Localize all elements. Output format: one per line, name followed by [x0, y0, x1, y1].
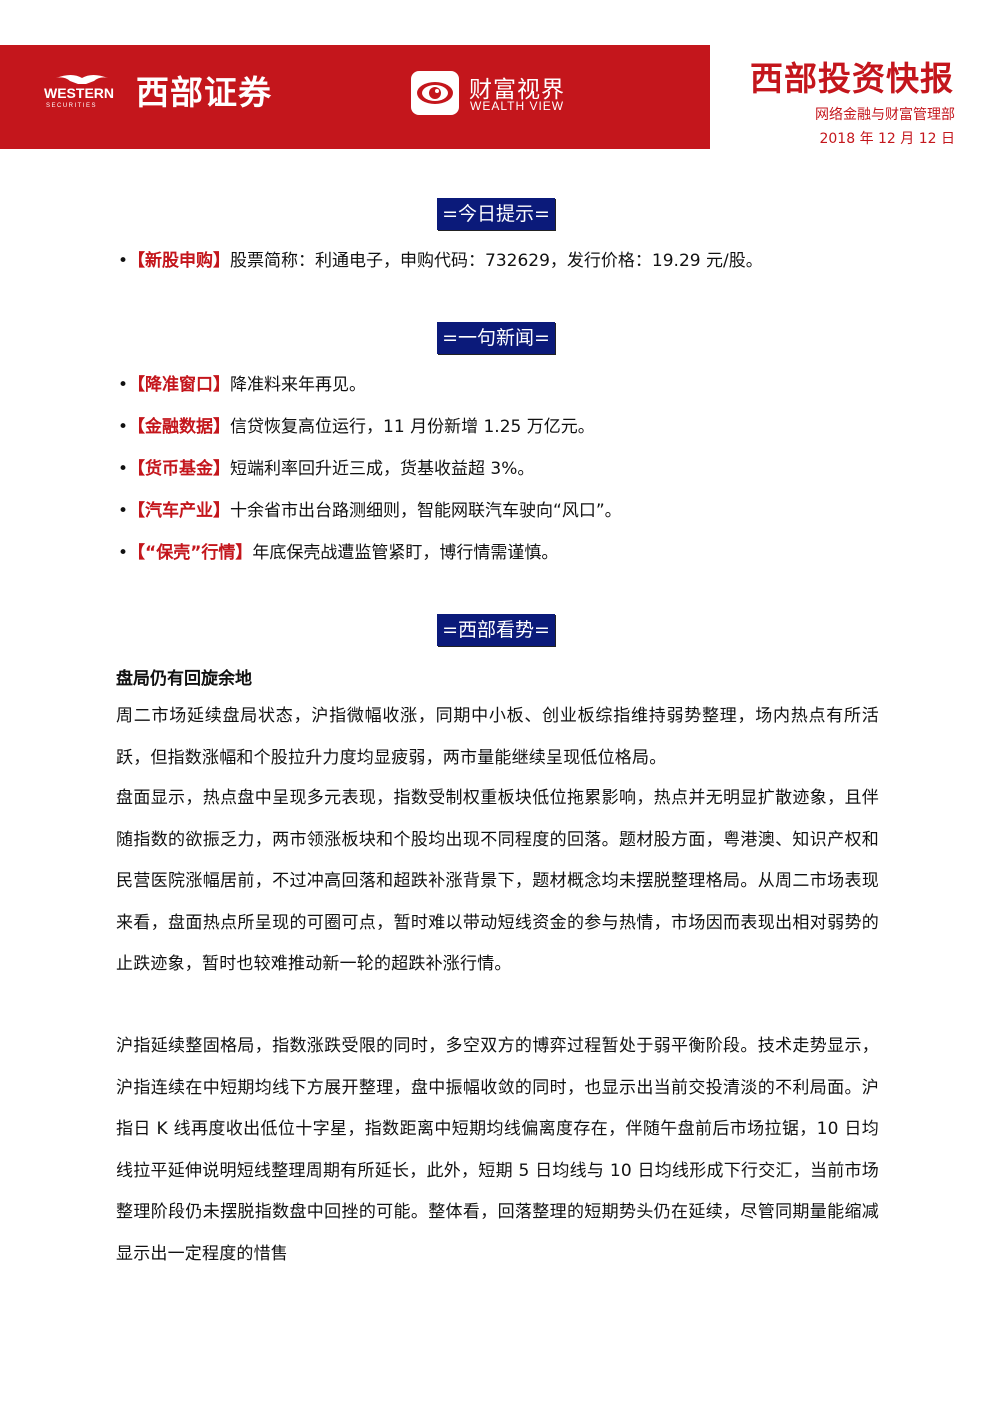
list-item: •【汽车产业】十余省市出台路测细则，智能网联汽车驶向“风口”。: [118, 501, 622, 521]
list-item: •【新股申购】股票简称：利通电子，申购代码：732629，发行价格：19.29 …: [118, 251, 763, 271]
list-item: •【货币基金】短端利率回升近三成，货基收益超 3%。: [118, 459, 535, 479]
item-tag: 【金融数据】: [128, 417, 231, 437]
wealth-view-en: WEALTH VIEW: [470, 99, 565, 113]
report-date: 2018 年 12 月 12 日: [819, 131, 955, 147]
article-subtitle: 盘局仍有回旋余地: [116, 669, 252, 689]
item-text: 短端利率回升近三成，货基收益超 3%。: [230, 459, 535, 479]
article-paragraph: 盘面显示，热点盘中呈现多元表现，指数受制权重板块低位拖累影响，热点并无明显扩散迹…: [116, 788, 879, 974]
brand-name: 西部证券: [136, 73, 272, 112]
item-tag: 【货币基金】: [128, 459, 231, 479]
article-paragraph: 沪指延续整固格局，指数涨跌受限的同时，多空双方的博弈过程暂处于弱平衡阶段。技术走…: [116, 1036, 879, 1264]
section-title-view: =西部看势=: [437, 614, 555, 646]
item-text: 股票简称：利通电子，申购代码：732629，发行价格：19.29 元/股。: [230, 251, 763, 271]
section-title-today: =今日提示=: [437, 198, 555, 230]
report-title: 西部投资快报: [750, 59, 954, 98]
item-tag: 【新股申购】: [128, 251, 231, 271]
western-securities-logo: WESTERN SECURITIES: [42, 72, 122, 112]
item-text: 信贷恢复高位运行，11 月份新增 1.25 万亿元。: [230, 417, 595, 437]
department: 网络金融与财富管理部: [815, 107, 955, 123]
article-paragraph: 周二市场延续盘局状态，沪指微幅收涨，同期中小板、创业板综指维持弱势整理，场内热点…: [116, 706, 879, 768]
list-item: •【降准窗口】降准料来年再见。: [118, 375, 367, 395]
section-title-news: =一句新闻=: [437, 322, 555, 354]
item-tag: 【汽车产业】: [128, 501, 231, 521]
item-text: 十余省市出台路测细则，智能网联汽车驶向“风口”。: [230, 501, 622, 521]
wealth-view-cn: 财富视界: [469, 77, 565, 103]
header-banner: [0, 45, 710, 149]
item-tag: 【降准窗口】: [128, 375, 231, 395]
wealth-view-eye-icon: [410, 70, 460, 116]
item-text: 年底保壳战遭监管紧盯，博行情需谨慎。: [252, 543, 559, 563]
logo-en-text: WESTERN: [44, 85, 114, 101]
list-item: •【“保壳”行情】年底保壳战遭监管紧盯，博行情需谨慎。: [118, 543, 559, 563]
item-text: 降准料来年再见。: [230, 375, 367, 395]
logo-en-sub-text: SECURITIES: [46, 103, 97, 109]
list-item: •【金融数据】信贷恢复高位运行，11 月份新增 1.25 万亿元。: [118, 417, 595, 437]
item-tag: 【“保壳”行情】: [128, 543, 253, 563]
